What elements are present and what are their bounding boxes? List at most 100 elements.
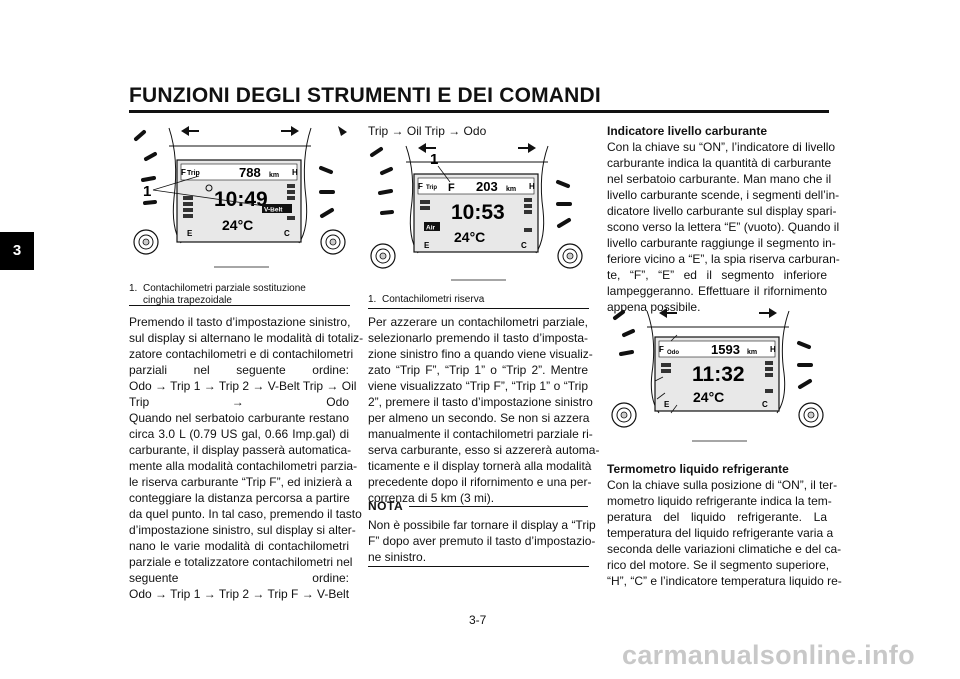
lcd-temp: 24°C <box>222 217 253 233</box>
nota-bottom-rule <box>368 566 589 567</box>
col2-body: Per azzerare un contachilometri parziale… <box>368 314 600 506</box>
text-line: da quel punto. In tal caso, premendo il … <box>129 507 362 521</box>
col3-bottom: Termometro liquido refrigerante Con la c… <box>607 461 842 589</box>
svg-text:H: H <box>292 168 298 177</box>
text-line: d’impostazione sinistro, sul display si … <box>129 523 356 537</box>
svg-text:F: F <box>448 182 455 194</box>
dashboard-figure-3: F Odo H 1593 km 11:32 24°C E C <box>611 308 824 442</box>
text-line: livello carburante raggiunge il segmento… <box>607 236 836 250</box>
lcd-clock: 10:49 <box>214 188 268 211</box>
text-line: ticamente e il display tornerà alla moda… <box>368 459 592 473</box>
caption-rule-1 <box>129 305 350 306</box>
text-line: carburante, il display passerà automatic… <box>129 443 352 457</box>
lcd-temp: 24°C <box>693 389 724 405</box>
figure-1-caption: 1.Contachilometri parziale sostituzione … <box>129 283 306 306</box>
text-line: correnza di 5 km (3 mi). <box>368 491 495 505</box>
svg-text:km: km <box>747 349 757 356</box>
chapter-tab: 3 <box>0 232 34 270</box>
col1-body: Premendo il tasto d’impostazione sinistr… <box>129 314 364 602</box>
text-line: viene visualizzato “Trip F”, “Trip 1” o … <box>368 379 588 393</box>
text-line: seguente ordine: <box>129 571 349 585</box>
text-line: te, “F”, “E” ed il segmento inferiore <box>607 268 827 282</box>
text-line: zatore contachilometri e di contachilome… <box>129 347 354 361</box>
text-line: Trip → Odo <box>129 395 349 409</box>
text-line: Odo → Trip 1 → Trip 2 → V-Belt Trip → Oi… <box>129 379 357 393</box>
text-line: zato “Trip F”, “Trip 1” o “Trip 2”. Ment… <box>368 363 588 377</box>
text-line: Con la chiave sulla posizione di “ON”, i… <box>607 478 838 492</box>
text-line: per almeno un secondo. Se non si azzera <box>368 411 590 425</box>
svg-text:H: H <box>529 182 535 191</box>
text-line: parziali nel seguente ordine: <box>129 363 349 377</box>
header-rule <box>129 110 829 113</box>
text-line: livello carburante scende, i segmenti de… <box>607 188 840 202</box>
lcd-clock: 11:32 <box>692 363 745 386</box>
col2-intro: Trip → Oil Trip → Odo <box>368 124 487 138</box>
lcd-clock: 10:53 <box>451 201 505 224</box>
text-line: dicatore livello carburante sul display … <box>607 204 837 218</box>
svg-text:F: F <box>659 345 664 354</box>
text-line: manualmente il contachilometri parziale … <box>368 427 593 441</box>
text-line: Premendo il tasto d’impostazione sinistr… <box>129 315 351 329</box>
svg-text:C: C <box>284 229 290 238</box>
text-line: scono verso la lettera “E” (vuoto). Quan… <box>607 220 840 234</box>
text-line: peratura del liquido refrigerante. La <box>607 510 827 524</box>
text-line: temperatura del liquido refrigerante var… <box>607 526 834 540</box>
nota-heading: NOTA <box>368 499 404 513</box>
text-line: feriore vicino a “E”, la spia riserva ca… <box>607 252 840 266</box>
svg-text:E: E <box>664 400 670 409</box>
svg-text:km: km <box>269 172 279 179</box>
text-line: conteggiare la distanza percorsa a parti… <box>129 491 350 505</box>
text-line: nel serbatoio carburante. Man mano che i… <box>607 172 832 186</box>
heading-coolant-temp: Termometro liquido refrigerante <box>607 462 789 476</box>
text-line: ne sinistro. <box>368 550 427 564</box>
text-line: lampeggeranno. Effettuare il riforniment… <box>607 284 827 298</box>
heading-fuel-gauge: Indicatore livello carburante <box>607 124 768 138</box>
lcd-odometer: 1593 <box>711 342 740 357</box>
text-line: zione sinistro fino a quando viene visua… <box>368 347 593 361</box>
text-line: Odo → Trip 1 → Trip 2 → Trip F → V-Belt <box>129 587 350 601</box>
svg-text:Odo: Odo <box>667 350 679 356</box>
text-line: 2”, premere il tasto d’impostazione sini… <box>368 395 593 409</box>
callout-1: 1 <box>430 151 438 168</box>
text-line: Non è possibile far tornare il display a… <box>368 518 596 532</box>
figure-2-caption: 1.Contachilometri riserva <box>368 294 485 305</box>
text-line: nano le varie modalità di contachilometr… <box>129 539 349 553</box>
svg-text:C: C <box>762 400 768 409</box>
text-line: parziale e totalizzatore contachilometri… <box>129 555 353 569</box>
text-line: rico del motore. Se il segmento superior… <box>607 558 830 572</box>
text-line: mente alla modalità contachilometri parz… <box>129 459 358 473</box>
lcd-temp: 24°C <box>454 229 485 245</box>
nota-box: NOTA Non è possibile far tornare il disp… <box>368 498 596 565</box>
lcd-badge: Air <box>426 225 436 232</box>
svg-text:H: H <box>770 345 776 354</box>
lcd-odometer: 788 <box>239 165 261 180</box>
text-line: sul display si alternano le modalità di … <box>129 331 364 345</box>
svg-text:F: F <box>418 182 423 191</box>
page-title: FUNZIONI DEGLI STRUMENTI E DEI COMANDI <box>129 84 601 107</box>
page-number: 3-7 <box>469 613 487 627</box>
text-line: precedente dopo il rifornimento e una pe… <box>368 475 592 489</box>
svg-text:E: E <box>187 229 193 238</box>
dashboard-figure-1: Trip F H 788 km 10:49 V-Belt 24°C E C 1 <box>133 126 347 268</box>
caption-rule-2 <box>368 308 589 309</box>
text-line: circa 3.0 L (0.79 US gal, 0.66 Imp.gal) … <box>129 427 349 441</box>
text-line: selezionarlo premendo il tasto d’imposta… <box>368 331 588 345</box>
svg-text:E: E <box>424 241 430 250</box>
text-line: appena possibile. <box>607 300 701 314</box>
dashboard-figure-2: F Trip F H 203 km 10:53 Air 24°C E C 1 <box>370 143 583 281</box>
svg-text:C: C <box>521 241 527 250</box>
text-line: Quando nel serbatoio carburante restano <box>129 411 349 425</box>
svg-text:F: F <box>181 168 186 177</box>
text-line: Con la chiave su “ON”, l’indicatore di l… <box>607 140 836 154</box>
text-line: mometro liquido refrigerante indica la t… <box>607 494 832 508</box>
text-line: serva carburante, esso si azzererà autom… <box>368 443 600 457</box>
lcd-badge: V-Belt <box>264 207 283 214</box>
text-line: carburante indica la quantità di carbura… <box>607 156 832 170</box>
lcd-odometer: 203 <box>476 179 498 194</box>
col3-top: Indicatore livello carburante Con la chi… <box>607 123 840 315</box>
watermark: carmanualsonline.info <box>622 640 915 670</box>
lcd-trip-label: Trip <box>187 170 200 177</box>
text-line: le riserva carburante “Trip F”, ed inizi… <box>129 475 352 489</box>
text-line: Per azzerare un contachilometri parziale… <box>368 315 588 329</box>
text-line: seconda delle variazioni climatiche e de… <box>607 542 842 556</box>
